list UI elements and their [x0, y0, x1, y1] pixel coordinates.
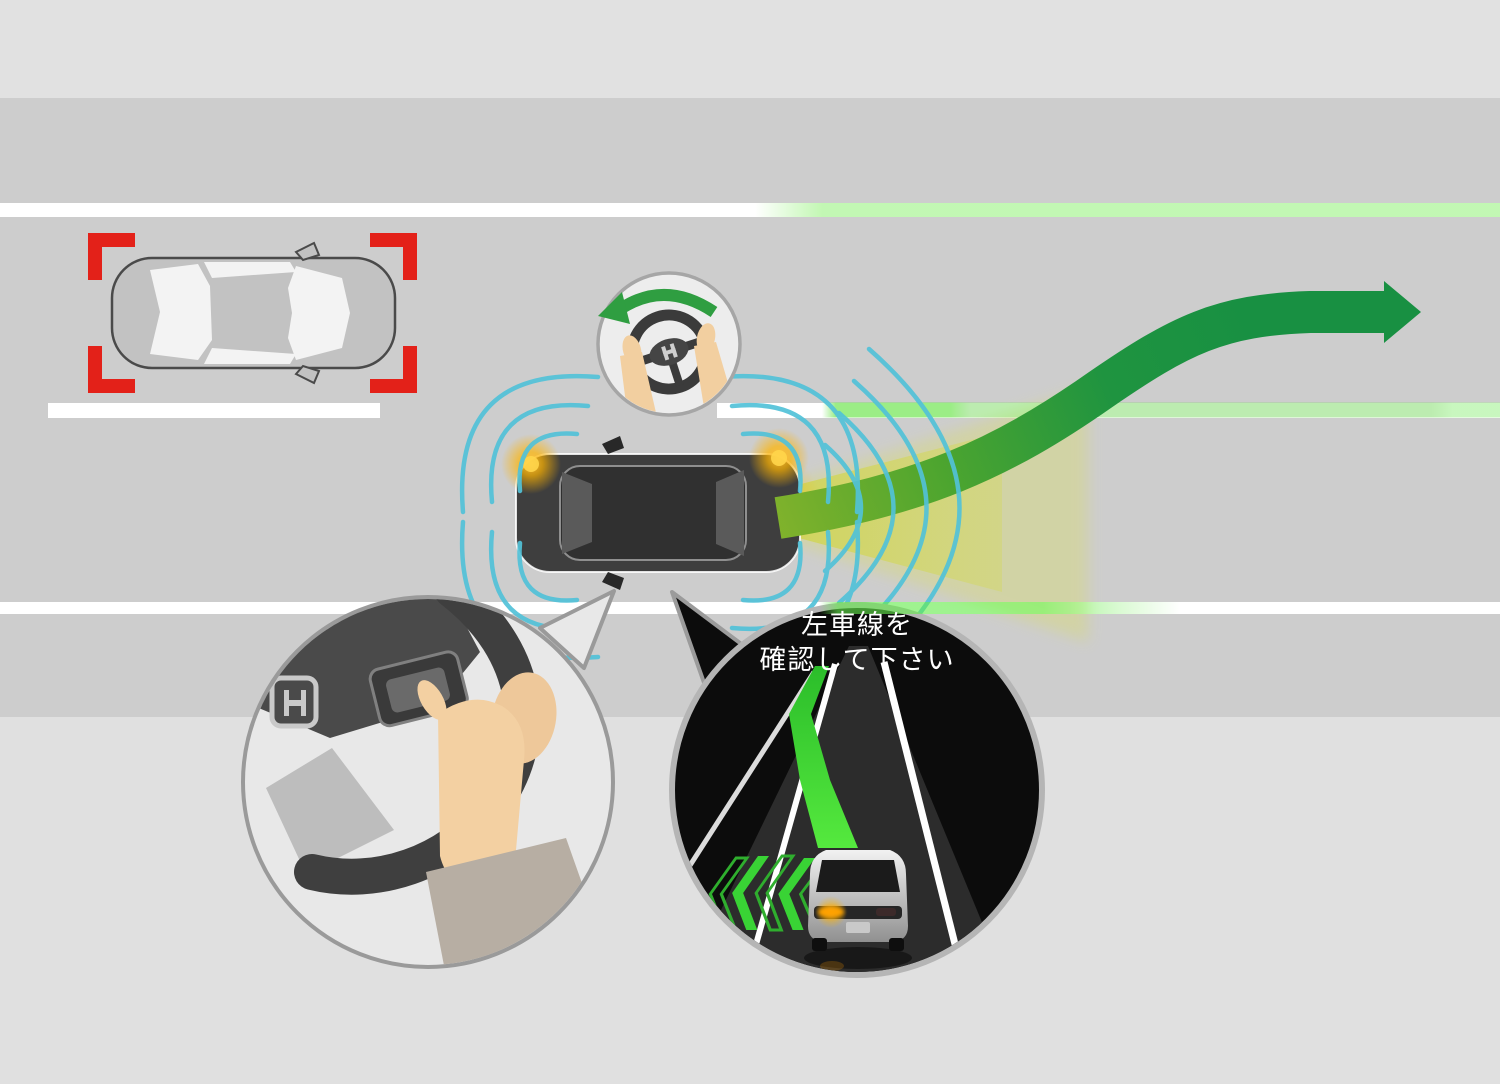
turn-signal-front-icon: [749, 428, 809, 488]
hud-lane-line-far-left: [675, 670, 817, 936]
hud-lane-line-left: [743, 663, 838, 972]
switch-closeup-bubble: [241, 589, 616, 969]
hud-display-bubble: [669, 590, 1045, 978]
ego-vehicle: [515, 436, 801, 590]
ego-mirror-top: [602, 436, 624, 454]
detected-vehicle-mirror-top: [294, 241, 321, 262]
detected-vehicle-mirror-bottom: [294, 364, 321, 385]
lane-glow-top: [755, 203, 1500, 217]
turn-signal-rear-icon: [501, 434, 561, 494]
lane-glow-center: [822, 402, 1500, 418]
detection-frame-icon: [88, 233, 417, 393]
steer-left-arrow-icon: [598, 288, 718, 324]
honda-logo-icon: [661, 343, 678, 361]
hud-message-line1: 左車線を: [801, 610, 913, 640]
lane-line-center-dash-left: [48, 403, 380, 418]
hud-ego-car-rear: [804, 850, 912, 971]
lane-glow-bottom: [820, 602, 1180, 614]
hud-message: 左車線を 確認して下さい: [705, 608, 1009, 678]
hud-guidance-path-icon: [789, 666, 858, 848]
thumb-on-switch: [417, 680, 447, 720]
steering-cue-inset: [596, 271, 742, 417]
bubble-tail-left: [538, 589, 616, 670]
hud-message-line2: 確認して下さい: [759, 645, 955, 675]
honda-logo-icon-large: [269, 675, 319, 729]
road-shoulder-top: [0, 0, 1500, 98]
detected-vehicle: [110, 241, 397, 385]
wheel-spoke: [266, 748, 394, 874]
ego-mirror-bottom: [602, 572, 624, 590]
